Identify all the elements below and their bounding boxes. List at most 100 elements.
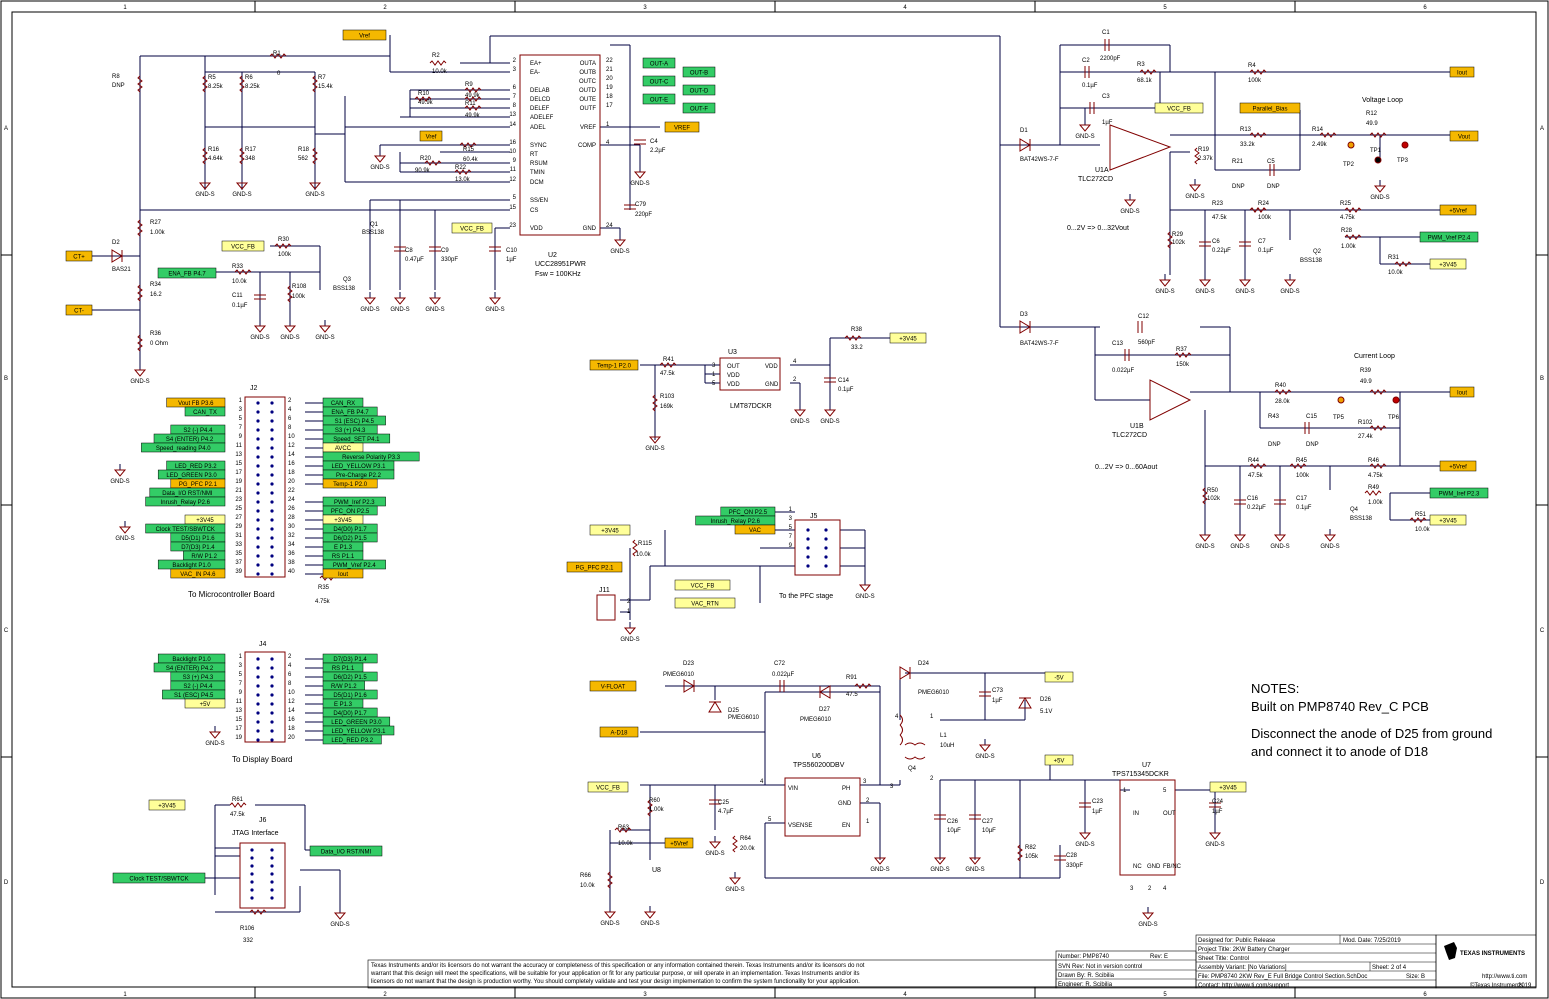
gnd-label: GND-S xyxy=(975,754,994,760)
refdes-text: VDD xyxy=(765,364,778,370)
refdes-text: 49.9k xyxy=(465,113,481,119)
pin-number: 7 xyxy=(239,425,243,431)
refdes-text: R39 xyxy=(1360,368,1372,374)
u2-pin-number: 18 xyxy=(606,94,613,100)
refdes-text: 10.0k xyxy=(580,883,596,889)
refdes-text: 100k xyxy=(1258,215,1272,221)
u2-pin-name: DELAB xyxy=(530,88,550,94)
u2-pin-number: 9 xyxy=(513,158,517,164)
pin-number: 16 xyxy=(288,717,295,723)
u3-ref: U3 xyxy=(728,349,737,356)
refdes-text: 330pF xyxy=(1066,863,1083,869)
disclaimer-line2: warrant that this design will meet the s… xyxy=(370,971,859,977)
u2-pin-name: EA- xyxy=(530,70,540,76)
refdes-text: 220pF xyxy=(635,212,652,218)
connector-net-text: Backlight P1.0 xyxy=(172,563,211,569)
tb-file: File: PMP8740 2KW Rev_E Full Bridge Cont… xyxy=(1198,974,1367,980)
u2-pin-name: DELCD xyxy=(530,97,551,103)
refdes-text: R63 xyxy=(618,825,630,831)
gnd-s-symbol: GND-S xyxy=(315,320,335,341)
u2-pin-name: CS xyxy=(530,208,538,214)
refdes-text: 0.22µF xyxy=(1212,248,1231,254)
net-label-temp1: Temp-1 P2.0 xyxy=(589,359,639,371)
column-number: 1 xyxy=(123,5,127,11)
connector-net-text: S1 (ESC) P4.5 xyxy=(174,693,214,699)
u8-ref: U8 xyxy=(652,867,661,874)
net-label-vcc_fb3: VCC_FB xyxy=(1154,102,1204,114)
net-label-text: Parallel_Bias xyxy=(1252,107,1287,113)
pin-number: 9 xyxy=(239,690,243,696)
u2-pin-names: EA+2EA-3DELAB6DELCD7DELEF8ADELEF13ADEL14… xyxy=(509,58,613,232)
gnd-label: GND-S xyxy=(645,446,664,452)
refdes-text: C4 xyxy=(650,139,658,145)
refdes-text: C15 xyxy=(1306,414,1318,420)
refdes-text: 68.1k xyxy=(1137,78,1153,84)
refdes-text: D27 xyxy=(819,707,831,713)
gnd-s-symbol: GND-S xyxy=(360,292,380,313)
gnd-label: GND-S xyxy=(1205,842,1224,848)
column-number: 3 xyxy=(643,5,647,11)
gnd-label: GND-S xyxy=(360,307,379,313)
gnd-label: GND-S xyxy=(315,335,334,341)
refdes-text: 1.00k xyxy=(150,230,166,236)
gnd-s-symbol: GND-S xyxy=(630,166,650,187)
refdes-text: R60 xyxy=(649,798,661,804)
refdes-text: R44 xyxy=(1248,458,1260,464)
connector-net-text: VAC xyxy=(749,528,762,534)
connector-net-text: Inrush_Relay P2.6 xyxy=(711,519,761,525)
gnd-label: GND-S xyxy=(370,165,389,171)
connector-net-text: Speed_SET P4.1 xyxy=(333,437,380,443)
net-label-text: +5Vref xyxy=(670,842,688,848)
refdes-text: 47.5k xyxy=(660,371,676,377)
refdes-text: 33.2 xyxy=(851,345,863,351)
gnd-s-symbol: GND-S xyxy=(425,292,445,313)
j2-pin-5: 5 xyxy=(239,416,243,422)
pin-number: 8 xyxy=(288,681,292,687)
u2-pin-name: RT xyxy=(530,152,538,158)
tb-designed-for: Designed for: Public Release xyxy=(1198,938,1276,944)
refdes-text: R5 xyxy=(208,75,216,81)
gnd-s-symbol: GND-S xyxy=(1120,194,1140,215)
connector-net-text: D6(D2) P1.5 xyxy=(333,536,367,542)
pin-number: 7 xyxy=(789,534,793,540)
net-label-text: +3V45 xyxy=(899,337,917,343)
refdes-text: R4 xyxy=(1248,63,1256,69)
refdes-text: DNP xyxy=(1232,184,1245,190)
refdes-text: PMEG6010 xyxy=(663,672,695,678)
refdes-text: 5 xyxy=(1163,788,1167,794)
net-label-text: Data_I/O RST/NMI xyxy=(321,850,372,856)
net-label-vccfb-j5: VCC_FB xyxy=(674,579,731,591)
to-micro-label: To Microcontroller Board xyxy=(188,590,275,599)
row-letter: A xyxy=(4,126,8,132)
net-label-pwm_iref: PWM_Iref P2.3 xyxy=(1429,487,1489,499)
net-label-vfloat: V-FLOAT xyxy=(589,680,637,692)
j6-ref: J6 xyxy=(259,817,267,824)
connector-net-text: Speed_reading P4.0 xyxy=(156,446,211,452)
refdes-text: PH xyxy=(842,786,850,792)
refdes-text: R106 xyxy=(240,926,255,932)
row-letter: D xyxy=(1540,880,1545,886)
component-labels: U2 UCC28951PWR Fsw = 100KHz U1A TLC272CD… xyxy=(188,97,1403,874)
u2-pin-number: 6 xyxy=(513,85,517,91)
u2-pin-name: VDD xyxy=(530,226,543,232)
net-label-p5vref2: +5Vref xyxy=(1439,460,1477,472)
notes-title: NOTES: xyxy=(1251,681,1299,696)
net-label-p3v45_1: +3V45 xyxy=(1429,258,1467,270)
u2-pin-number: 12 xyxy=(509,177,516,183)
gnd-s-symbol: GND-S xyxy=(1370,180,1390,201)
connector-net-text: LED_YELLOW P3.1 xyxy=(331,729,386,735)
connector-net-text: LED_GREEN P3.0 xyxy=(331,720,382,726)
j4-pin-3: 3S4 (ENTER) P4.2 xyxy=(153,662,243,673)
u2-pin-name: SYNC xyxy=(530,143,547,149)
column-number: 1 xyxy=(123,992,127,998)
refdes-text: 0.47µF xyxy=(405,257,424,263)
pin-number: 32 xyxy=(288,533,295,539)
refdes-text: C6 xyxy=(1212,239,1220,245)
